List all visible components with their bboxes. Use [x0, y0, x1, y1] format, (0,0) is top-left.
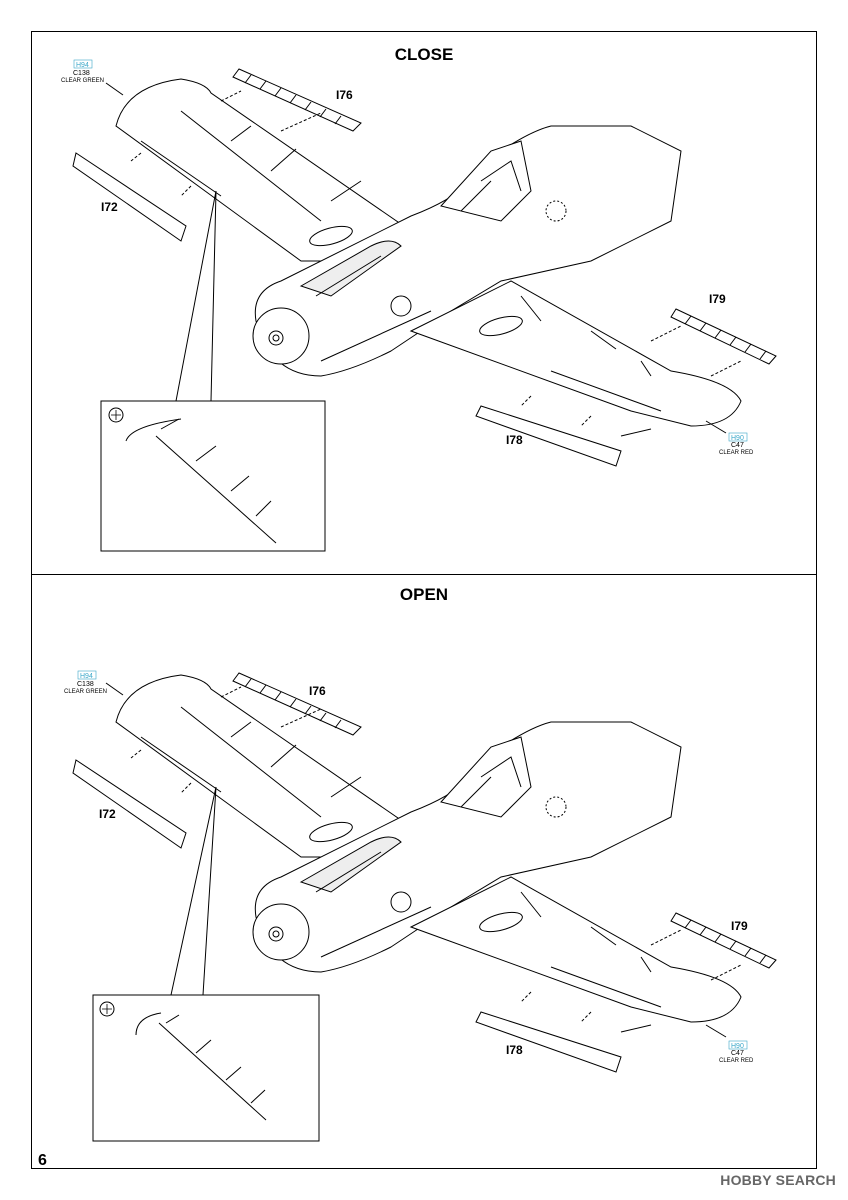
panel-title: CLOSE [394, 45, 454, 64]
page-frame [31, 31, 817, 1169]
part-label-i72: I72 [101, 200, 118, 214]
part-label-i79: I79 [731, 919, 748, 933]
part-label-i72: I72 [99, 807, 116, 821]
detail-icon [99, 1001, 115, 1017]
left-wing [115, 674, 412, 858]
paint-code-secondary: C47 [731, 1050, 744, 1057]
paint-code-secondary: C47 [731, 442, 744, 449]
left-radiator-part [232, 68, 362, 132]
paint-code-primary: H94 [76, 62, 89, 69]
paint-code-primary: H90 [731, 1043, 744, 1050]
right-wing [409, 280, 742, 427]
left-radiator-part [232, 672, 362, 736]
paint-code-primary: H90 [731, 435, 744, 442]
detail-icon [108, 407, 124, 423]
paint-name: CLEAR RED [719, 1058, 754, 1064]
part-label-i78: I78 [506, 1043, 523, 1057]
panel-divider [31, 574, 817, 575]
left-wing [115, 78, 412, 262]
aircraft-diagram: I72 I76 I79 I78 H94 C138 CLEAR GREEN H90… [61, 59, 777, 552]
paint-callout-clear-green: H94 C138 CLEAR GREEN [61, 59, 104, 84]
detail-inset [92, 994, 320, 1142]
watermark: HOBBY SEARCH [720, 1172, 836, 1188]
aircraft-diagram: I72 I76 I79 I78 H94 C138 CLEAR GREEN H90… [64, 670, 777, 1142]
paint-code-secondary: C138 [73, 70, 90, 77]
panel-title: OPEN [399, 585, 449, 604]
left-flap-part [72, 759, 187, 849]
open-panel: OPEN [31, 575, 817, 1169]
paint-name: CLEAR GREEN [61, 78, 104, 84]
part-label-i78: I78 [506, 433, 523, 447]
right-flap-part [475, 405, 622, 467]
part-label-i79: I79 [709, 292, 726, 306]
paint-code-secondary: C138 [77, 681, 94, 688]
paint-name: CLEAR GREEN [64, 689, 107, 695]
detail-inset [100, 400, 326, 552]
fuselage [254, 721, 682, 973]
fuselage [254, 125, 682, 377]
paint-callout-clear-red: H90 C47 CLEAR RED [719, 1040, 754, 1064]
left-flap-part [72, 152, 187, 242]
part-label-i76: I76 [336, 88, 353, 102]
right-flap-part [475, 1011, 622, 1073]
paint-name: CLEAR RED [719, 450, 754, 456]
right-radiator-part [670, 912, 777, 969]
right-radiator-part [670, 308, 777, 365]
part-label-i76: I76 [309, 684, 326, 698]
paint-code-primary: H94 [80, 673, 93, 680]
paint-callout-clear-red: H90 C47 CLEAR RED [719, 432, 754, 456]
paint-callout-clear-green: H94 C138 CLEAR GREEN [64, 670, 107, 695]
right-wing [409, 876, 742, 1023]
page-number: 6 [38, 1152, 47, 1169]
close-panel: CLOSE [31, 31, 817, 574]
